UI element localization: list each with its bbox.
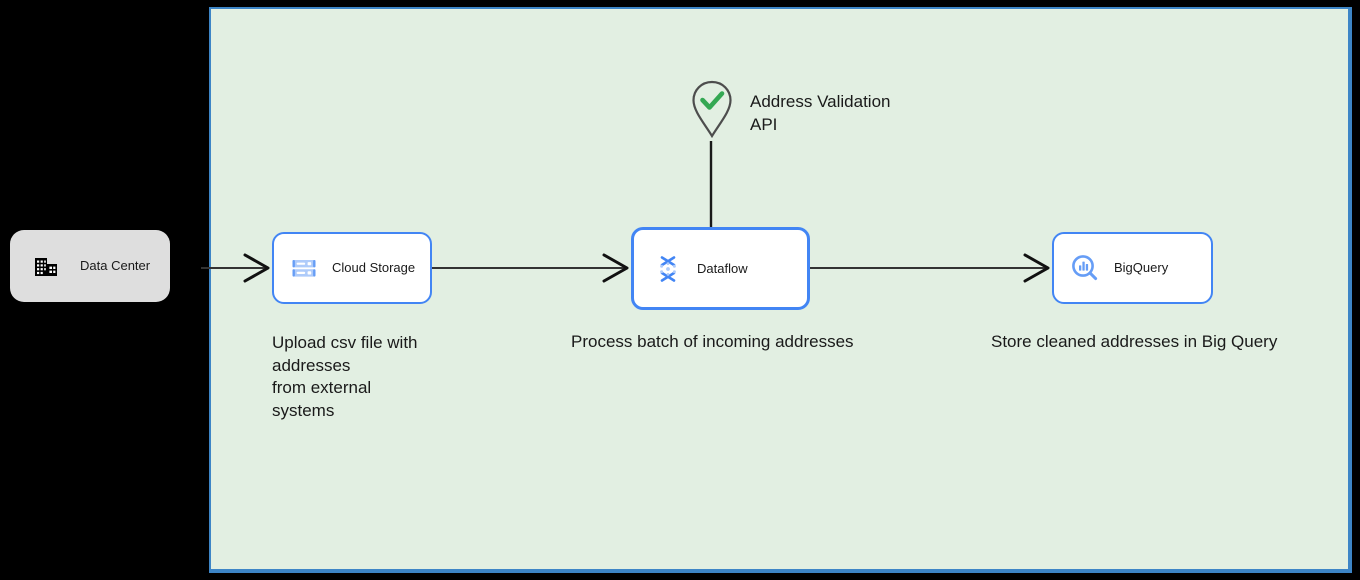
node-data-center[interactable]: Data Center xyxy=(10,230,170,302)
connector-data-center-to-cloud-storage xyxy=(201,253,270,283)
connector-dataflow-to-bigquery xyxy=(810,253,1050,283)
connector-cloud-storage-to-dataflow xyxy=(432,253,629,283)
node-label: Data Center xyxy=(80,258,151,274)
node-dataflow[interactable]: Dataflow xyxy=(631,227,810,310)
node-label: BigQuery xyxy=(1114,260,1169,276)
diagram-canvas: Address Validation API Cloud Storage xyxy=(201,7,1352,573)
node-bigquery[interactable]: BigQuery xyxy=(1052,232,1213,304)
caption-cloud-storage: Upload csv file with addresses from exte… xyxy=(272,333,418,420)
api-marker-label: Address Validation API xyxy=(750,92,891,135)
bigquery-icon xyxy=(1070,253,1100,283)
cloud-storage-icon xyxy=(290,254,318,282)
data-center-building-icon xyxy=(32,252,60,280)
node-label: Cloud Storage xyxy=(332,260,416,276)
node-label: Dataflow xyxy=(697,260,748,276)
node-cloud-storage[interactable]: Cloud Storage xyxy=(272,232,432,304)
caption-dataflow: Process batch of incoming addresses xyxy=(571,332,854,351)
caption-bigquery: Store cleaned addresses in Big Query xyxy=(991,332,1278,351)
dataflow-icon xyxy=(653,254,683,284)
map-pin-check-icon[interactable] xyxy=(690,78,734,147)
